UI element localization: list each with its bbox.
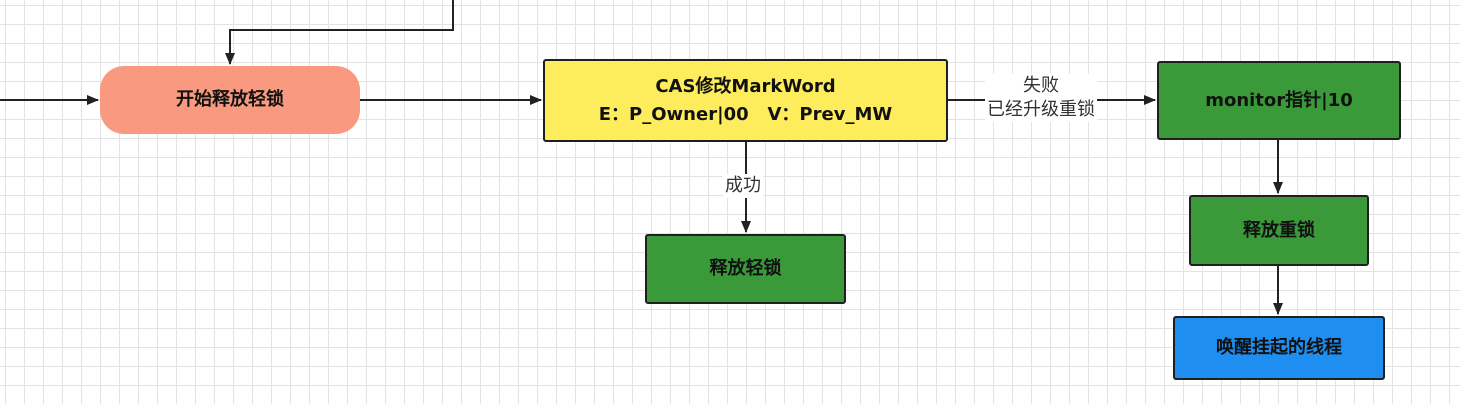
success-edge-label: 成功 — [723, 174, 763, 198]
cas-node-line2: E：P_Owner|00 V：Prev_MW — [598, 103, 893, 125]
release-heavy-lock-label: 释放重锁 — [1243, 219, 1315, 241]
release-light-lock-label: 释放轻锁 — [709, 258, 782, 279]
release-heavy-lock-node: 释放重锁 — [1189, 195, 1369, 266]
incoming-top-arrow — [225, 0, 454, 65]
wake-suspended-threads-label: 唤醒挂起的线程 — [1216, 337, 1342, 358]
start-node: 开始释放轻锁 — [100, 66, 360, 134]
fail-edge-label-line2: 已经升级重锁 — [987, 99, 1095, 120]
monitor-pointer-label: monitor指针|10 — [1205, 89, 1353, 111]
cas-node: CAS修改MarkWord E：P_Owner|00 V：Prev_MW — [543, 59, 948, 142]
cas-node-line1: CAS修改MarkWord — [655, 75, 836, 97]
release-light-lock-node: 释放轻锁 — [645, 234, 846, 304]
fail-edge-label-line1: 失败 — [1023, 75, 1059, 96]
monitor-pointer-node: monitor指针|10 — [1157, 61, 1401, 140]
fail-edge-label: 失败 已经升级重锁 — [985, 74, 1097, 122]
wake-suspended-threads-node: 唤醒挂起的线程 — [1173, 316, 1385, 380]
start-node-label: 开始释放轻锁 — [176, 89, 284, 110]
